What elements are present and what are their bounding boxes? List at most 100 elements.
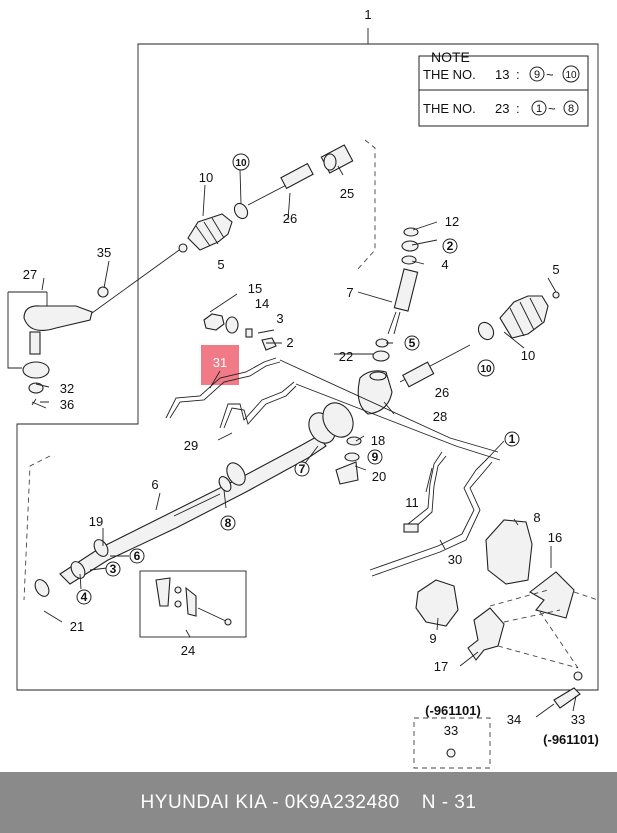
callout-14: 14 <box>255 296 269 311</box>
svg-text:5: 5 <box>409 336 416 350</box>
callout-36: 36 <box>60 397 74 412</box>
date-label-box: (-961101) <box>425 703 481 718</box>
svg-text:8: 8 <box>568 103 574 115</box>
callout-24: 24 <box>181 643 195 658</box>
callout-12: 12 <box>445 214 459 229</box>
svg-text:6: 6 <box>134 549 141 563</box>
circled-callout-1: 1 <box>504 431 520 447</box>
mount-9 <box>415 579 459 627</box>
callout-19: 19 <box>89 514 103 529</box>
svg-text:10: 10 <box>480 364 492 375</box>
circled-callout-2: 2 <box>442 238 458 254</box>
svg-text:8: 8 <box>225 516 232 530</box>
callout-30: 30 <box>448 552 462 567</box>
svg-text:10: 10 <box>565 70 577 81</box>
callout-35: 35 <box>97 245 111 260</box>
boot-10-left <box>187 213 233 251</box>
kit-box-24 <box>139 570 247 638</box>
circled-callout-4: 4 <box>76 589 92 605</box>
note-line-1: THE NO. 13 : 9 ~ 10 <box>423 65 580 83</box>
svg-text:13: 13 <box>495 67 509 82</box>
svg-text:10: 10 <box>235 158 247 169</box>
note-line-2: THE NO. 23 : 1 ~ 8 <box>423 100 579 116</box>
callout-20: 20 <box>372 469 386 484</box>
callout-32: 32 <box>60 381 74 396</box>
callout-29: 29 <box>184 438 198 453</box>
callout-26-left: 26 <box>283 211 297 226</box>
callout-5-right: 5 <box>552 262 559 277</box>
tube-11 <box>407 451 447 531</box>
svg-text:THE NO.: THE NO. <box>423 67 476 82</box>
svg-text:1: 1 <box>536 103 542 115</box>
svg-text::: : <box>516 101 520 116</box>
footer-bar: HYUNDAI KIA - 0K9A232480 N - 31 <box>0 772 617 833</box>
callout-8: 8 <box>533 510 540 525</box>
callout-10-left: 10 <box>199 170 213 185</box>
svg-text:THE NO.: THE NO. <box>423 101 476 116</box>
mount-8 <box>485 519 533 585</box>
svg-text:7: 7 <box>299 462 306 476</box>
callout-34: 34 <box>507 712 521 727</box>
bracket-16 <box>529 571 575 619</box>
circled-callout-5: 5 <box>404 335 420 351</box>
callout-15: 15 <box>248 281 262 296</box>
svg-text:2: 2 <box>447 239 454 253</box>
svg-text:~: ~ <box>548 101 556 116</box>
callout-17: 17 <box>434 659 448 674</box>
callout-28: 28 <box>433 409 447 424</box>
callout-33-box: 33 <box>444 723 458 738</box>
svg-text:9: 9 <box>534 69 540 81</box>
note-box <box>418 55 589 127</box>
circled-callout-7: 7 <box>294 461 310 477</box>
tie-rod-end-27 <box>22 305 93 409</box>
callout-16: 16 <box>548 530 562 545</box>
rack-end-25 <box>320 144 354 174</box>
return-tube-30 <box>369 457 493 577</box>
kit-parts-24 <box>155 577 232 626</box>
valve-housing-28 <box>357 370 393 415</box>
bracket-17 <box>467 607 505 661</box>
footer-brand-part-number: HYUNDAI KIA - 0K9A232480 <box>140 791 400 813</box>
callout-11: 11 <box>405 495 419 510</box>
circled-callout-3: 3 <box>105 561 121 577</box>
callout-9: 9 <box>429 631 436 646</box>
callout-27: 27 <box>23 267 37 282</box>
circled-callout-10-right: 10 <box>477 359 495 377</box>
nut-15 <box>203 313 225 331</box>
rack-housing-6 <box>59 402 354 585</box>
callout-26-right: 26 <box>435 385 449 400</box>
callout-18: 18 <box>371 433 385 448</box>
svg-text::: : <box>516 67 520 82</box>
inner-rod-26-right <box>399 344 471 388</box>
circled-callout-6: 6 <box>129 548 145 564</box>
pinion-stack <box>372 227 419 362</box>
detail-box-33 <box>413 717 491 769</box>
callout-3: 3 <box>276 311 283 326</box>
svg-text:~: ~ <box>546 67 554 82</box>
callout-31: 31 <box>213 355 227 370</box>
svg-text:4: 4 <box>81 590 88 604</box>
circled-callout-10-left: 10 <box>232 153 250 171</box>
note-title: NOTE <box>431 49 470 65</box>
svg-text:1: 1 <box>509 432 516 446</box>
callout-33-right: 33 <box>571 712 585 727</box>
callout-2: 2 <box>286 335 293 350</box>
footer-page-number: N - 31 <box>421 791 477 813</box>
circled-callout-9: 9 <box>367 449 383 465</box>
callout-22: 22 <box>339 349 353 364</box>
callout-21: 21 <box>70 619 84 634</box>
svg-text:3: 3 <box>110 562 117 576</box>
date-label-right: (-961101) <box>543 732 599 747</box>
svg-text:23: 23 <box>495 101 509 116</box>
boot-10-right <box>499 295 549 339</box>
callout-25: 25 <box>340 186 354 201</box>
svg-text:9: 9 <box>372 450 379 464</box>
callout-6: 6 <box>151 477 158 492</box>
steering-gear-exploded-diagram: 1 2 3 4 5 5 6 7 8 9 10 10 11 12 14 15 16… <box>7 7 599 769</box>
callout-1: 1 <box>364 7 371 22</box>
circled-callout-8: 8 <box>220 515 236 531</box>
inner-rod-26-left <box>247 162 314 206</box>
callout-5-left: 5 <box>217 257 224 272</box>
callout-4: 4 <box>441 257 448 272</box>
assembly-boundary <box>16 43 599 691</box>
